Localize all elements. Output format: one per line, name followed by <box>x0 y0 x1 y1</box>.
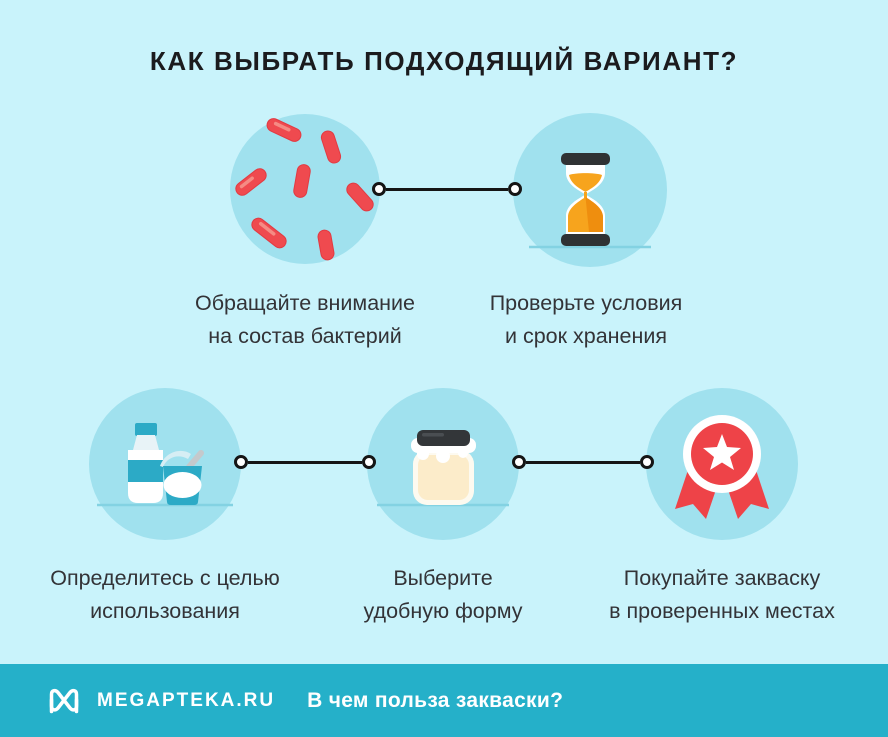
step-label-line: Обращайте внимание <box>194 291 416 315</box>
step-label-line: Определитесь с целью <box>50 566 280 590</box>
step-bubble-jar <box>367 388 519 540</box>
connector-ring-icon <box>508 182 522 196</box>
brand-name: MEGAPTEKA.RU <box>97 689 276 711</box>
starter-jar-icon <box>367 388 519 540</box>
step-label-form: Выберите удобную форму <box>263 562 623 628</box>
connector-ring-icon <box>512 455 526 469</box>
step-label-bacteria: Обращайте внимание на состав бактерий <box>125 287 485 353</box>
footer-bar: MEGAPTEKA.RU В чем польза закваски? <box>0 664 888 737</box>
connector-line-2 <box>234 455 376 469</box>
step-label-purpose: Определитесь с целью использования <box>0 562 345 628</box>
step-bubble-medal <box>646 388 798 540</box>
bacteria-icon <box>230 114 380 264</box>
step-bubble-hourglass <box>513 113 667 267</box>
step-label-line: Покупайте закваску <box>623 566 821 590</box>
step-bubble-dairy <box>89 388 241 540</box>
megapteka-logo-icon <box>49 688 79 713</box>
step-label-line: использования <box>90 599 240 623</box>
milk-bottle-and-yogurt-cup-icon <box>89 388 241 540</box>
connector-segment <box>386 187 508 191</box>
step-label-line: Проверьте условия <box>489 291 683 315</box>
step-label-line: и срок хранения <box>504 324 668 348</box>
step-bubble-bacteria <box>230 114 380 264</box>
step-label-line: удобную форму <box>363 599 523 623</box>
connector-ring-icon <box>362 455 376 469</box>
step-label-trusted-places: Покупайте закваску в проверенных местах <box>542 562 888 628</box>
footer-question: В чем польза закваски? <box>307 688 564 712</box>
connector-segment <box>248 460 362 464</box>
step-label-line: в проверенных местах <box>609 599 835 623</box>
hourglass-icon <box>513 113 667 267</box>
connector-ring-icon <box>234 455 248 469</box>
step-label-line: Выберите <box>393 566 493 590</box>
page-title: КАК ВЫБРАТЬ ПОДХОДЯЩИЙ ВАРИАНТ? <box>149 46 739 76</box>
award-medal-icon <box>646 388 798 540</box>
step-label-storage: Проверьте условия и срок хранения <box>406 287 766 353</box>
connector-line-1 <box>372 182 522 196</box>
connector-ring-icon <box>372 182 386 196</box>
connector-segment <box>526 460 640 464</box>
connector-line-3 <box>512 455 654 469</box>
step-label-line: на состав бактерий <box>208 324 402 348</box>
connector-ring-icon <box>640 455 654 469</box>
